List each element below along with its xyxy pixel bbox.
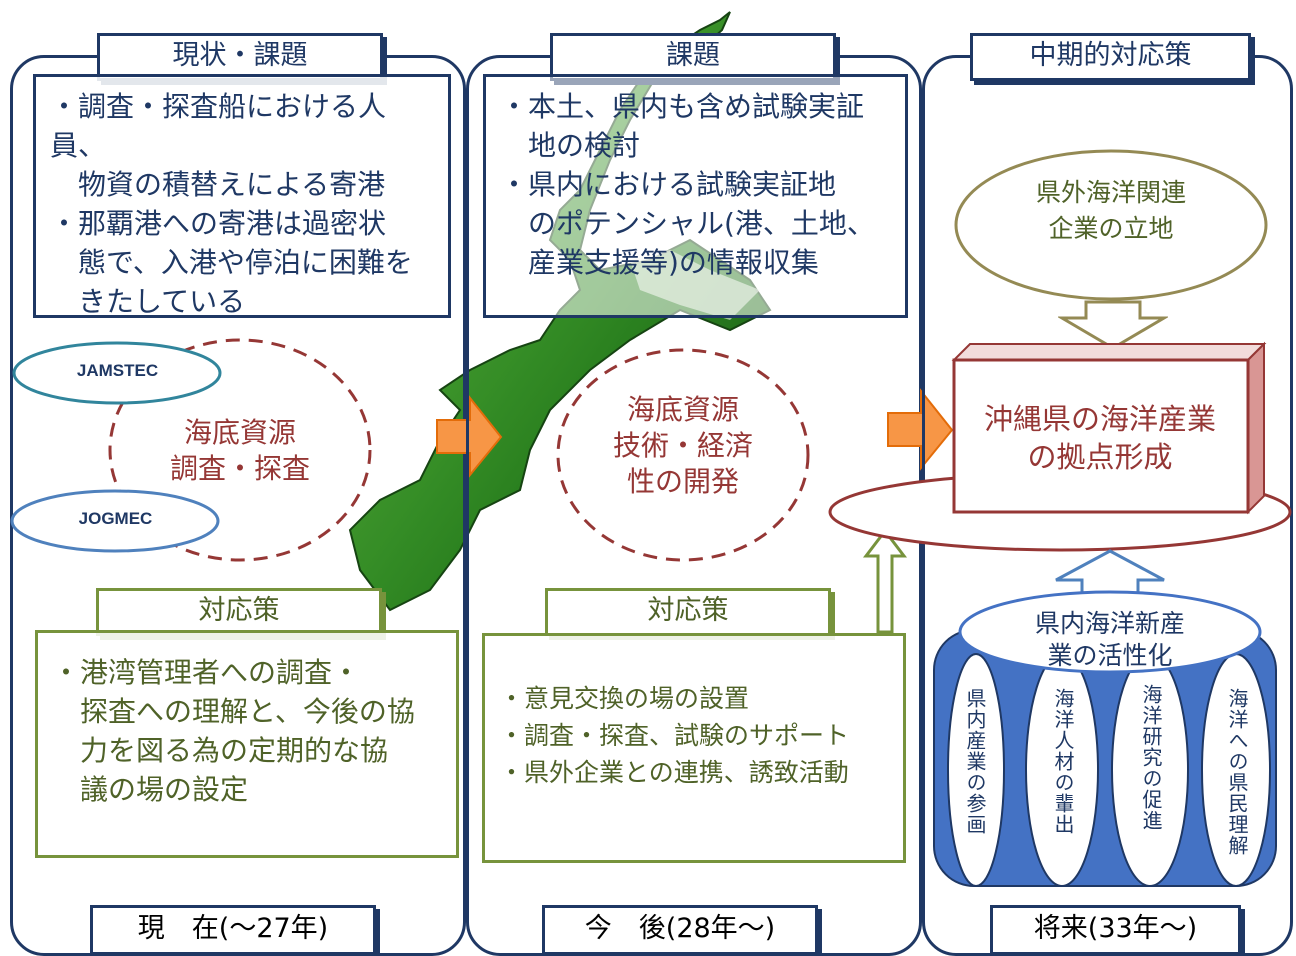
issue-line: 地の検討 (500, 129, 641, 162)
measure-line: ・港湾管理者への調査・ (52, 656, 361, 689)
local-industry-label: 県内海洋新産 業の活性化 (1034, 609, 1185, 670)
issue-line: ・県内における試験実証地 (500, 168, 837, 201)
mid-term-title: 中期的対応策 (970, 33, 1251, 81)
jamstec-label: JAMSTEC (76, 361, 159, 380)
up-arrow-icon (862, 528, 908, 634)
jogmec-label: JOGMEC (78, 509, 153, 528)
issue-line: ・那覇港への寄港は過密状 (50, 207, 387, 240)
pillar-human-resources: 海洋人材の輩出 (1051, 688, 1075, 835)
issue-line: 物資の積替えによる寄港 (50, 168, 386, 201)
seabed-development-label: 海底資源 技術・経済 性の開発 (612, 393, 753, 498)
seabed-development-circle (556, 348, 810, 562)
next-measures-title: 対応策 (545, 588, 831, 636)
issue-line: のポテンシャル(港、土地、 (500, 207, 875, 240)
right-arrow-icon (887, 388, 954, 471)
current-measures-note: ・港湾管理者への調査・ 探査への理解と、今後の協 力を図る為の定期的な協 議の場… (35, 630, 459, 858)
measure-line: ・調査・探査、試験のサポート (499, 721, 850, 750)
issue-line: 産業支援等)の情報収集 (500, 246, 819, 279)
pillars-structure (933, 590, 1277, 887)
next-steps-title: 課題 (550, 33, 836, 81)
jamstec-oval (12, 341, 222, 405)
seabed-survey-label: 海底資源 調査・探査 (169, 416, 310, 485)
period-future: 将来(33年～) (990, 905, 1241, 955)
measure-line: 議の場の設定 (52, 773, 249, 806)
period-current: 現 在(～27年) (90, 905, 376, 955)
measure-line: ・県外企業との連携、誘致活動 (499, 758, 849, 787)
measure-line: 探査への理解と、今後の協 (52, 695, 415, 728)
period-next: 今 後(28年～) (542, 905, 818, 955)
down-arrow-icon (1058, 300, 1168, 350)
issue-line: ・調査・探査船における人員、 (50, 90, 387, 162)
hub-formation-label: 沖縄県の海洋産業 の拠点形成 (983, 402, 1216, 474)
pillar-research-promotion: 海洋研究の促進 (1139, 684, 1163, 831)
issue-line: 態で、入港や停泊に困難を (50, 246, 413, 279)
issue-line: きたしている (50, 285, 246, 318)
external-companies-oval (954, 149, 1268, 301)
right-arrow-icon (436, 395, 503, 478)
next-issues-note: ・本土、県内も含め試験実証 地の検討 ・県内における試験実証地 のポテンシャル(… (483, 74, 908, 318)
current-measures-title: 対応策 (96, 588, 382, 636)
current-status-title: 現状・課題 (97, 33, 383, 81)
issue-line: ・本土、県内も含め試験実証 (500, 90, 865, 123)
current-issues-note: ・調査・探査船における人員、 物資の積替えによる寄港 ・那覇港への寄港は過密状 … (33, 74, 451, 318)
measure-line: ・意見交換の場の設置 (499, 684, 750, 713)
hub-formation-box (951, 341, 1267, 515)
jogmec-oval (10, 489, 220, 553)
external-companies-label: 県外海洋関連 企業の立地 (1035, 178, 1186, 243)
next-measures-note: ・意見交換の場の設置 ・調査・探査、試験のサポート ・県外企業との連携、誘致活動 (482, 633, 906, 863)
pillar-industry-participation: 県内産業の参画 (963, 688, 987, 835)
measure-line: 力を図る為の定期的な協 (52, 734, 389, 767)
pillar-public-understanding: 海洋への県民理解 (1225, 688, 1249, 856)
